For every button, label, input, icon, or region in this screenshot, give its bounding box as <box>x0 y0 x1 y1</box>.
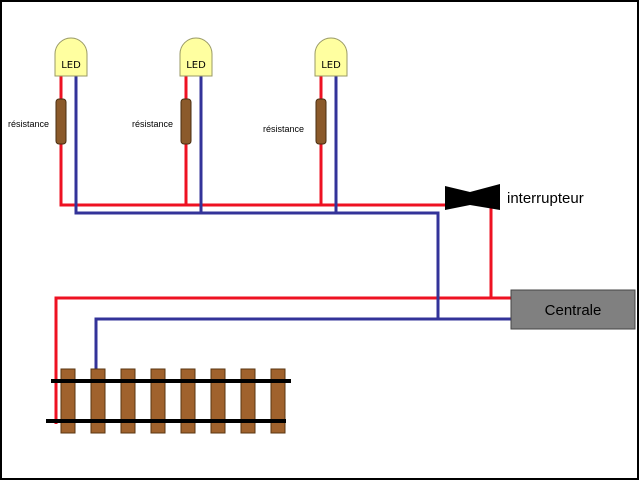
track <box>46 368 291 434</box>
resistor-3 <box>315 98 327 145</box>
resistor-label-3: résistance <box>263 124 304 134</box>
switch-label: interrupteur <box>507 190 584 207</box>
central-label: Centrale <box>545 302 602 319</box>
track-sleeper <box>270 368 286 434</box>
track-sleepers <box>60 368 286 434</box>
led-2: LED <box>179 37 213 77</box>
led-1-icon <box>54 37 88 77</box>
central-box <box>510 289 636 330</box>
led-3-icon <box>314 37 348 77</box>
red-wire-led1 <box>59 74 445 207</box>
led-label-3: LED <box>321 60 341 71</box>
track-rail-bottom <box>46 419 286 423</box>
led-3: LED <box>314 37 348 77</box>
resistors <box>55 98 327 145</box>
blue-wire-led1 <box>74 74 440 319</box>
led-2-icon <box>179 37 213 77</box>
led-label-1: LED <box>61 60 81 71</box>
switch-icon <box>445 184 500 210</box>
track-sleeper <box>150 368 166 434</box>
negative-wires <box>74 74 511 382</box>
track-sleeper <box>120 368 136 434</box>
resistor-label-2: résistance <box>132 119 173 129</box>
track-sleeper <box>90 368 106 434</box>
led-1: LED <box>54 37 88 77</box>
track-sleeper <box>60 368 76 434</box>
resistor-2 <box>180 98 192 145</box>
resistor-label-1: résistance <box>8 119 49 129</box>
led-label-2: LED <box>186 60 206 71</box>
track-sleeper <box>240 368 256 434</box>
track-sleeper <box>180 368 196 434</box>
track-sleeper <box>210 368 226 434</box>
blue-wire-track <box>94 317 511 382</box>
track-rail-top <box>51 379 291 383</box>
resistor-1 <box>55 98 67 145</box>
